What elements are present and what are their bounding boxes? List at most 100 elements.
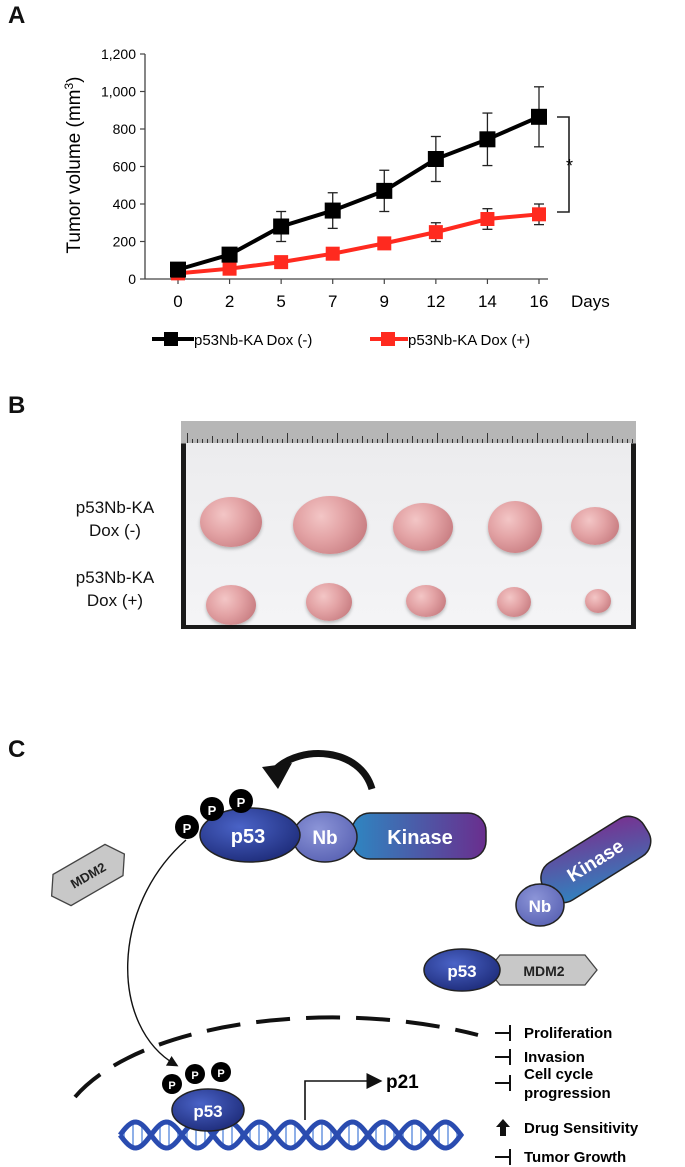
ruler-tick [257,439,258,443]
p21-label: p21 [386,1072,419,1093]
ruler-tick [502,439,503,443]
ruler-tick [362,436,363,443]
p53-nuclear: p53 P P P [162,1062,245,1132]
point-1-5 [428,225,443,240]
svg-text:P: P [168,1080,175,1092]
panel-label-b: B [8,392,26,419]
svg-text:MDM2: MDM2 [523,963,564,979]
row-label-dox-plus-line1: p53Nb-KA [75,568,155,587]
svg-text:p53: p53 [193,1102,222,1121]
ruler-tick [517,439,518,443]
x-tick-label-1: 2 [225,292,234,311]
ruler-tick [597,439,598,443]
ruler-tick [612,436,613,443]
x-tick-label-0: 0 [173,292,182,311]
point-1-3 [325,246,340,261]
svg-text:P: P [183,821,192,836]
nuclear-membrane [73,1015,479,1099]
significance-star: * [566,156,573,176]
row-label-dox-plus-line2: Dox (+) [86,591,144,610]
ruler-tick [272,439,273,443]
ruler-tick [287,433,288,443]
ruler-tick [437,433,438,443]
x-axis-days-label: Days [571,292,610,311]
ruler-tick [497,439,498,443]
ruler-tick [587,433,588,443]
ruler-tick [332,439,333,443]
svg-text:p53: p53 [447,962,476,981]
series-line-1 [177,212,540,276]
ruler-tick [297,439,298,443]
kinase-label: Kinase [387,827,453,849]
ruler-tick [232,439,233,443]
legend-marker-dox-plus [381,332,395,346]
ruler-tick [377,439,378,443]
svg-text:P: P [217,1068,224,1080]
ruler-tick [442,439,443,443]
ruler-tick [622,439,623,443]
svg-text:P: P [208,803,217,818]
svg-text:Nb: Nb [529,897,552,916]
mdm2-free: MDM2 [50,843,126,907]
panel-label-a: A [8,2,26,29]
series-line-0 [177,114,540,272]
point-1-2 [274,255,289,270]
point-0-3 [324,202,341,219]
tumor-dox-minus-4 [488,501,542,553]
ruler-tick [482,439,483,443]
ruler-tick [462,436,463,443]
ruler-tick [617,439,618,443]
autophosphorylation-arrow [273,750,376,791]
point-1-6 [480,212,495,226]
legend-label-dox-plus: p53Nb-KA Dox (+) [408,332,530,349]
ruler-tick [472,439,473,443]
y-tick-label-1: 200 [113,234,137,250]
outcome-label-3: Drug Sensitivity [524,1120,639,1137]
ruler-tick [307,439,308,443]
ruler-tick [527,439,528,443]
ruler-tick [277,439,278,443]
ruler-tick [627,439,628,443]
ruler-tick [282,439,283,443]
point-1-4 [377,236,392,251]
ruler-tick [357,439,358,443]
ruler-tick [457,439,458,443]
ruler-tick [262,436,263,443]
ruler-tick [242,439,243,443]
x-tick-label-4: 9 [380,292,389,311]
nb-free: Nb [515,883,565,927]
ruler-tick [557,439,558,443]
panel-label-c: C [8,736,26,763]
ruler-tick [567,439,568,443]
dna-helix [118,1119,464,1151]
ruler-tick [312,436,313,443]
ruler-tick [207,439,208,443]
ruler-tick [392,439,393,443]
ruler-tick [477,439,478,443]
point-0-1 [221,246,238,263]
ruler-tick [302,439,303,443]
y-axis-label: Tumor volume (mm3) [62,77,85,254]
row-label-dox-minus: p53Nb-KA Dox (-) [55,496,175,542]
ruler-tick [542,439,543,443]
ruler-tick [352,439,353,443]
transcription-arrow [304,1073,383,1120]
tumor-dox-minus-5 [571,507,619,545]
ruler-tick [372,439,373,443]
outcome-label-1: Invasion [524,1049,585,1066]
ruler-tick [452,439,453,443]
p53-bound-mdm2: p53 [423,948,501,992]
svg-text:P: P [237,795,246,810]
tumor-dox-minus-2 [293,496,367,554]
tumor-dox-plus-2 [306,583,352,621]
y-tick-label-3: 600 [113,159,137,175]
ruler-tick [322,439,323,443]
ruler-tick [292,439,293,443]
p53-label: p53 [231,826,265,848]
ruler-tick [367,439,368,443]
ruler-tick [212,436,213,443]
outcome-label-2-line2: progression [524,1085,611,1102]
mdm2-bound: MDM2 [487,954,598,986]
